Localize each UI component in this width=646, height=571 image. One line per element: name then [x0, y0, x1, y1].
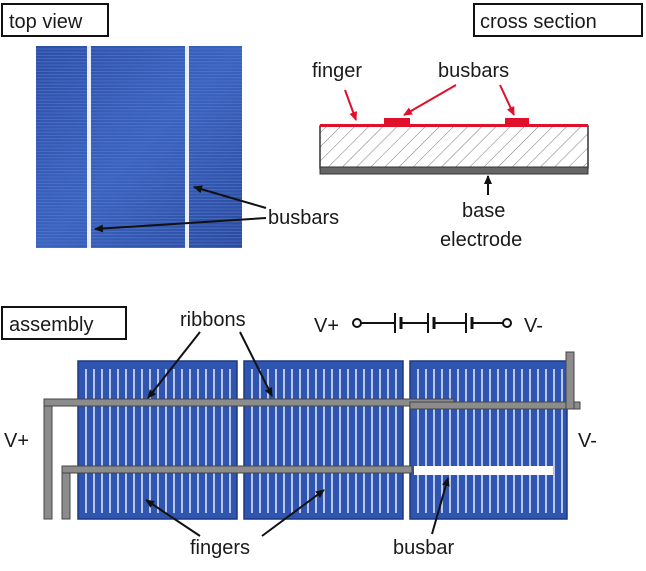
ribbons: [43, 351, 581, 520]
cross-section-title-box: [473, 3, 643, 37]
ribbon-left-vertical-inner: [61, 465, 71, 520]
busbar-label: busbar: [393, 537, 454, 559]
ribbon-left-vertical-outer: [43, 398, 53, 520]
fingers-label: fingers: [190, 537, 250, 559]
busbar-contact-right: [505, 118, 529, 125]
finger-arrow-right: [261, 489, 325, 537]
assembly-panel: assembly ribbons fingers: [1, 306, 597, 559]
assembly-cell-1: [77, 360, 238, 520]
cell-surface: [36, 46, 242, 248]
busbar-arrow-a: [403, 84, 457, 116]
busbar-contact-left: [384, 118, 410, 125]
finger-label: finger: [312, 60, 362, 82]
top-view-panel: top view busbars: [1, 3, 339, 248]
ribbons-label: ribbons: [180, 309, 246, 331]
assembly-title-box: [1, 306, 127, 340]
assembly-title: assembly: [9, 314, 93, 336]
ribbon-arrow-left: [147, 331, 201, 399]
finger-arrow-left: [145, 499, 201, 537]
busbar-arrow: [431, 477, 450, 535]
cross-section-title: cross section: [480, 11, 597, 33]
terminal-plus: [352, 318, 362, 328]
busbar-left: [87, 46, 91, 248]
circuit-v-plus: V+: [314, 315, 339, 337]
assembly-cell-2: [243, 360, 404, 520]
front-contact-layer: [320, 124, 588, 127]
top-view-title: top view: [9, 11, 83, 33]
top-view-busbars-label: busbars: [268, 207, 339, 229]
assembly-cell-3: [409, 360, 568, 520]
ribbon-arrow-right: [239, 331, 273, 397]
ribbon-right-vertical: [565, 351, 575, 410]
busbar-arrow-right: [193, 185, 267, 209]
v-plus-left-label: V+: [4, 430, 29, 452]
series-circuit-symbol: V+ V-: [314, 313, 543, 337]
circuit-v-minus: V-: [524, 315, 543, 337]
finger-arrow: [344, 89, 358, 121]
cell-fingers: [36, 48, 242, 248]
cell-3-bare-busbar: [414, 466, 553, 475]
cross-busbars-label: busbars: [438, 60, 509, 82]
busbar-arrow-left: [94, 217, 267, 233]
substrate-layer: [319, 125, 589, 169]
v-minus-right-label: V-: [578, 430, 597, 452]
cell-3-fingers: [417, 369, 563, 513]
base-label-line1: base: [462, 200, 505, 222]
terminal-minus: [502, 318, 512, 328]
busbar-right: [185, 46, 189, 248]
ribbon-right-horizontal: [409, 401, 581, 410]
cell-1-fingers: [85, 369, 231, 513]
base-label-line2: electrode: [440, 229, 522, 251]
ribbon-bottom-horizontal: [61, 465, 413, 474]
base-electrode-layer: [319, 166, 589, 175]
top-view-cell: [36, 46, 242, 248]
cell-3-surface: [409, 360, 568, 520]
busbar-arrow-b: [499, 84, 515, 116]
ribbon-top-horizontal: [43, 398, 455, 407]
cross-section-panel: cross section finger busbars base electr…: [312, 3, 643, 251]
top-view-title-box: [1, 3, 109, 37]
